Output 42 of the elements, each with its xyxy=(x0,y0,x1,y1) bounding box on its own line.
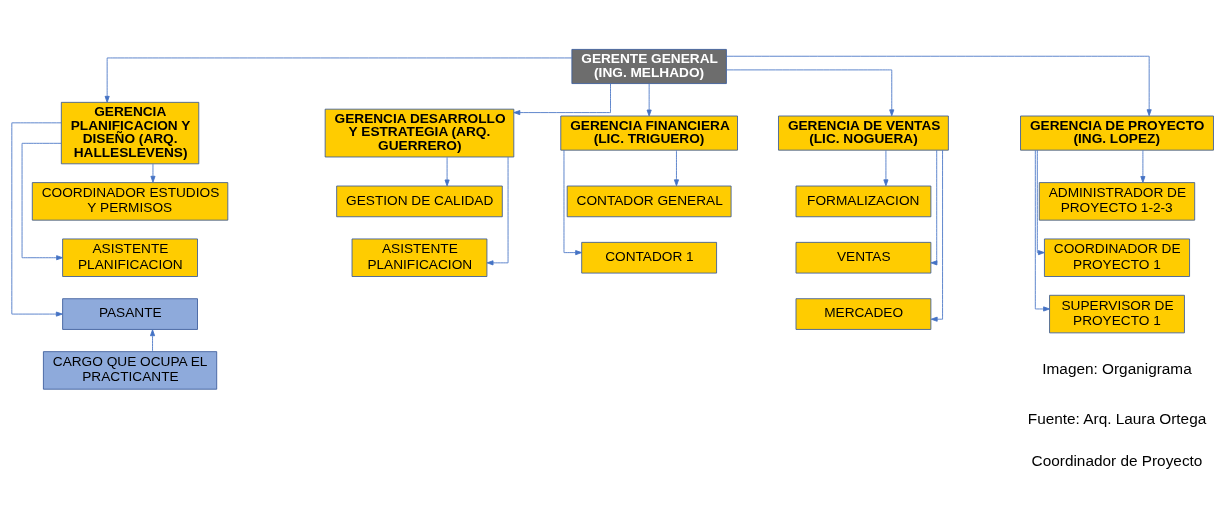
arrow xyxy=(486,156,509,265)
arrow xyxy=(1036,149,1045,255)
label: Fuente: Arq. Laura Ortega xyxy=(1027,409,1207,427)
node-box: VENTAS xyxy=(795,241,932,274)
arrow xyxy=(930,149,943,322)
arrow xyxy=(726,55,1152,116)
arrow xyxy=(21,142,63,260)
node-box: GERENTE GENERAL (ING. MELHADO) xyxy=(571,48,727,84)
node-box: ADMINISTRADOR DE PROYECTO 1-2-3 xyxy=(1038,181,1196,221)
node-box: GERENCIA PLANIFICACION Y DISEÑO (ARQ. HALLESLEVENS) xyxy=(60,101,200,164)
label: Imagen: Organigrama xyxy=(1042,359,1192,377)
arrow xyxy=(726,69,895,116)
arrow xyxy=(1140,149,1146,183)
arrow xyxy=(11,121,63,317)
node-box: MERCADEO xyxy=(795,297,932,330)
arrow xyxy=(646,82,652,116)
arrow xyxy=(150,328,156,352)
arrow xyxy=(150,163,156,183)
node-box: ASISTENTE PLANIFICACION xyxy=(62,238,198,277)
arrow xyxy=(1034,149,1050,311)
arrow xyxy=(563,149,583,255)
arrow xyxy=(104,57,573,103)
node-box: SUPERVISOR DE PROYECTO 1 xyxy=(1049,294,1185,333)
node-box: FORMALIZACION xyxy=(795,185,932,217)
node-box: GERENCIA DESARROLLO Y ESTRATEGIA (ARQ. GUERRERO) xyxy=(324,108,515,157)
node-box: COORDINADOR ESTUDIOS Y PERMISOS xyxy=(31,181,229,221)
node-box: PASANTE xyxy=(62,297,198,330)
node-box: CONTADOR GENERAL xyxy=(566,185,732,217)
node-box: GESTION DE CALIDAD xyxy=(336,185,503,217)
node-box: GERENCIA FINANCIERA (LIC. TRIGUERO) xyxy=(560,115,738,151)
node-box: CARGO QUE OCUPA EL PRACTICANTE xyxy=(43,350,218,390)
arrow xyxy=(673,149,679,186)
arrow xyxy=(513,82,611,115)
node-box: CONTADOR 1 xyxy=(581,241,717,274)
node-box: GERENCIA DE VENTAS (LIC. NOGUERA) xyxy=(778,115,949,151)
label: Coordinador de Proyecto xyxy=(1031,451,1203,469)
arrow xyxy=(883,149,889,186)
node-box: GERENCIA DE PROYECTO (ING. LOPEZ) xyxy=(1020,115,1214,151)
node-box: COORDINADOR DE PROYECTO 1 xyxy=(1044,238,1190,277)
arrow xyxy=(444,156,450,186)
arrow xyxy=(930,149,938,265)
node-box: ASISTENTE PLANIFICACION xyxy=(351,238,488,277)
